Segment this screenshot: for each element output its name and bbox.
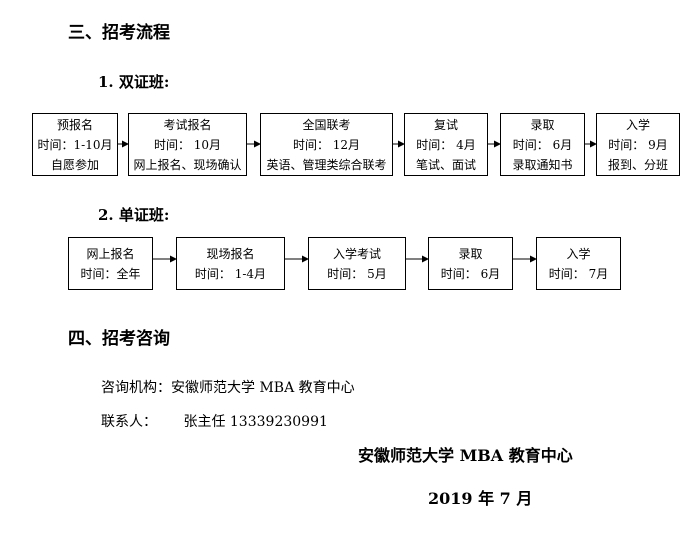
step-name: 入学	[625, 117, 650, 132]
signature-date: 2019 年 7 月	[428, 489, 533, 508]
step-time: 时间：1-10月	[37, 137, 113, 152]
dual-step-enrollment: 入学 时间： 9月 报到、分班	[596, 113, 680, 176]
step-time: 时间： 1-4月	[194, 266, 267, 281]
step-time: 时间：全年	[80, 266, 141, 281]
step-name: 网上报名	[86, 246, 135, 261]
dual-step-reexam: 复试 时间： 4月 笔试、面试	[404, 113, 488, 176]
dual-step-national-exam: 全国联考 时间： 12月 英语、管理类综合联考	[260, 113, 393, 176]
step-name: 录取	[458, 246, 483, 261]
step-note: 录取通知书	[512, 157, 573, 172]
step-name: 录取	[530, 117, 555, 132]
signature-org: 安徽师范大学 MBA 教育中心	[358, 446, 573, 465]
step-note: 笔试、面试	[415, 157, 476, 172]
dual-step-preregistration: 预报名 时间：1-10月 自愿参加	[32, 113, 118, 176]
step-time: 时间： 7月	[548, 266, 609, 281]
step-time: 时间： 9月	[608, 137, 668, 152]
step-time: 时间： 6月	[512, 137, 573, 152]
step-time: 时间： 6月	[440, 266, 501, 281]
step-note: 报到、分班	[607, 157, 668, 172]
consult-contact-label: 联系人：	[101, 414, 157, 430]
step-name: 入学	[566, 246, 591, 261]
step-time: 时间： 4月	[416, 137, 476, 152]
step-name: 复试	[433, 117, 458, 132]
single-step-online-registration: 网上报名 时间：全年	[68, 237, 153, 290]
step-time: 时间： 10月	[153, 137, 222, 152]
single-step-enrollment: 入学 时间： 7月	[536, 237, 621, 290]
consult-contact-value: 张主任 13339230991	[183, 414, 328, 430]
section-3-title: 三、招考流程	[68, 23, 170, 43]
step-note: 英语、管理类综合联考	[266, 157, 387, 172]
consult-contact-line: 联系人： 张主任 13339230991	[101, 411, 328, 431]
single-step-onsite-registration: 现场报名 时间： 1-4月	[176, 237, 285, 290]
consult-org-line: 咨询机构：安徽师范大学 MBA 教育中心	[101, 377, 355, 397]
step-name: 预报名	[56, 117, 93, 132]
dual-step-exam-registration: 考试报名 时间： 10月 网上报名、现场确认	[128, 113, 247, 176]
step-name: 入学考试	[332, 246, 381, 261]
single-step-admission: 录取 时间： 6月	[428, 237, 513, 290]
step-time: 时间： 5月	[327, 266, 387, 281]
section-4-title: 四、招考咨询	[68, 329, 170, 349]
dual-program-title: 1. 双证班:	[98, 73, 170, 91]
dual-step-admission: 录取 时间： 6月 录取通知书	[500, 113, 585, 176]
step-note: 自愿参加	[50, 157, 99, 172]
step-note: 网上报名、现场确认	[133, 157, 242, 172]
consult-org-label: 咨询机构：	[101, 380, 171, 396]
step-time: 时间： 12月	[292, 137, 361, 152]
step-name: 现场报名	[206, 246, 255, 261]
step-name: 考试报名	[163, 117, 212, 132]
step-name: 全国联考	[302, 117, 351, 132]
consult-org-value: 安徽师范大学 MBA 教育中心	[171, 380, 355, 396]
single-step-entrance-exam: 入学考试 时间： 5月	[308, 237, 406, 290]
single-program-title: 2. 单证班:	[98, 206, 170, 224]
